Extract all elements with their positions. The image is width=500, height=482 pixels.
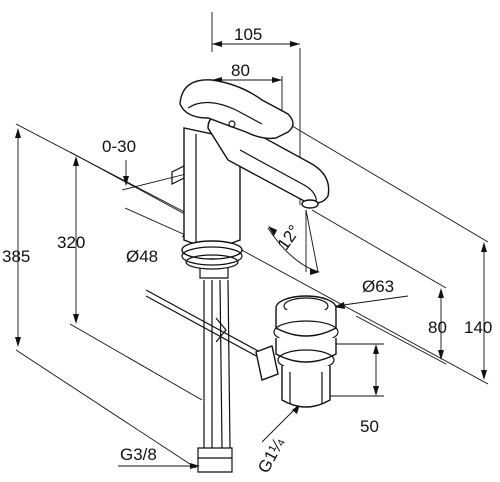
dimension-label-105: 105 <box>234 25 262 44</box>
dimension-g1-1-4: G1¼ <box>254 403 301 476</box>
dimension-label-320: 320 <box>57 233 85 252</box>
dimension-label-angle-12: 12° <box>274 222 304 254</box>
dimension-80-140-extensions <box>237 119 489 385</box>
dimension-angle-12: 12° <box>267 209 320 275</box>
dimension-g3-8: G3/8 <box>118 445 200 469</box>
dimension-label-80-vertical: 80 <box>428 318 447 337</box>
dimension-label-385: 385 <box>2 247 30 266</box>
dimension-0-30: 0-30 <box>102 137 187 191</box>
dimension-label-g3-8: G3/8 <box>120 445 157 464</box>
dimension-label-80-horizontal: 80 <box>231 61 250 80</box>
dimension-80-vertical: 80 <box>355 288 447 365</box>
dimension-140: 140 <box>464 242 492 380</box>
waste-fitting <box>255 295 339 408</box>
pop-up-rod <box>145 289 261 359</box>
dimension-diameter-63: Ø63 <box>334 277 409 309</box>
dimension-label-diameter-48: Ø48 <box>126 247 158 266</box>
dimension-50: 50 <box>330 343 384 436</box>
supply-hoses <box>197 279 233 473</box>
dimension-label-diameter-63: Ø63 <box>362 277 394 296</box>
dimension-label-50: 50 <box>360 417 379 436</box>
dimension-385: 385 <box>2 123 197 469</box>
faucet <box>171 79 330 279</box>
dimension-label-g1-1-4: G1¼ <box>254 434 288 476</box>
dimension-320: 320 <box>57 151 203 401</box>
dimension-label-140: 140 <box>464 318 492 337</box>
dimension-label-0-30: 0-30 <box>102 137 136 156</box>
